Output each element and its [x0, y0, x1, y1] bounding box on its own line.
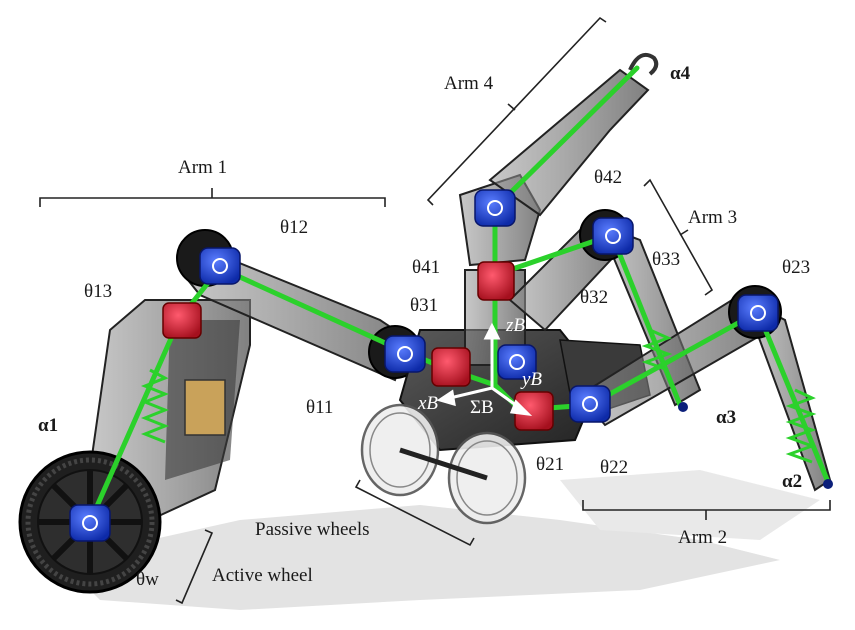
- rotation-marks: [82, 200, 766, 531]
- active-wheel-label: Active wheel: [212, 565, 313, 586]
- theta42-label: θ42: [594, 167, 623, 188]
- base-frame-axes: [436, 322, 533, 417]
- alpha1-label: α1: [38, 415, 59, 436]
- red-joints: [162, 261, 554, 431]
- theta11-label: θ11: [306, 397, 334, 418]
- theta22-label: θ22: [600, 457, 629, 478]
- theta23-label: θ23: [782, 257, 811, 278]
- theta41-label: θ41: [412, 257, 441, 278]
- endpoint-markers: [678, 402, 833, 489]
- blue-joints: [69, 189, 779, 542]
- springs: [140, 328, 817, 464]
- theta13-label: θ13: [84, 281, 113, 302]
- theta-w-label: θw: [136, 569, 159, 590]
- alpha2-label: α2: [782, 471, 803, 492]
- passive-wheels-label: Passive wheels: [255, 519, 370, 540]
- ground-shadow: [60, 470, 820, 610]
- sigmaB-label: ΣB: [470, 397, 494, 418]
- theta12-label: θ12: [280, 217, 309, 238]
- theta33-label: θ33: [652, 249, 681, 270]
- brackets: [39, 16, 831, 605]
- yB-label: yB: [522, 369, 543, 390]
- theta31-label: θ31: [410, 295, 439, 316]
- arm1-label: Arm 1: [178, 157, 228, 178]
- arm4-label: Arm 4: [444, 73, 494, 94]
- passive-wheels: [360, 403, 527, 525]
- theta21-label: θ21: [536, 454, 565, 475]
- arm2-label: Arm 2: [678, 527, 728, 548]
- alpha4-label: α4: [670, 63, 691, 84]
- alpha3-label: α3: [716, 407, 737, 428]
- xB-label: xB: [418, 393, 439, 414]
- zB-label: zB: [506, 315, 525, 336]
- arm3-label: Arm 3: [688, 207, 738, 228]
- theta32-label: θ32: [580, 287, 609, 308]
